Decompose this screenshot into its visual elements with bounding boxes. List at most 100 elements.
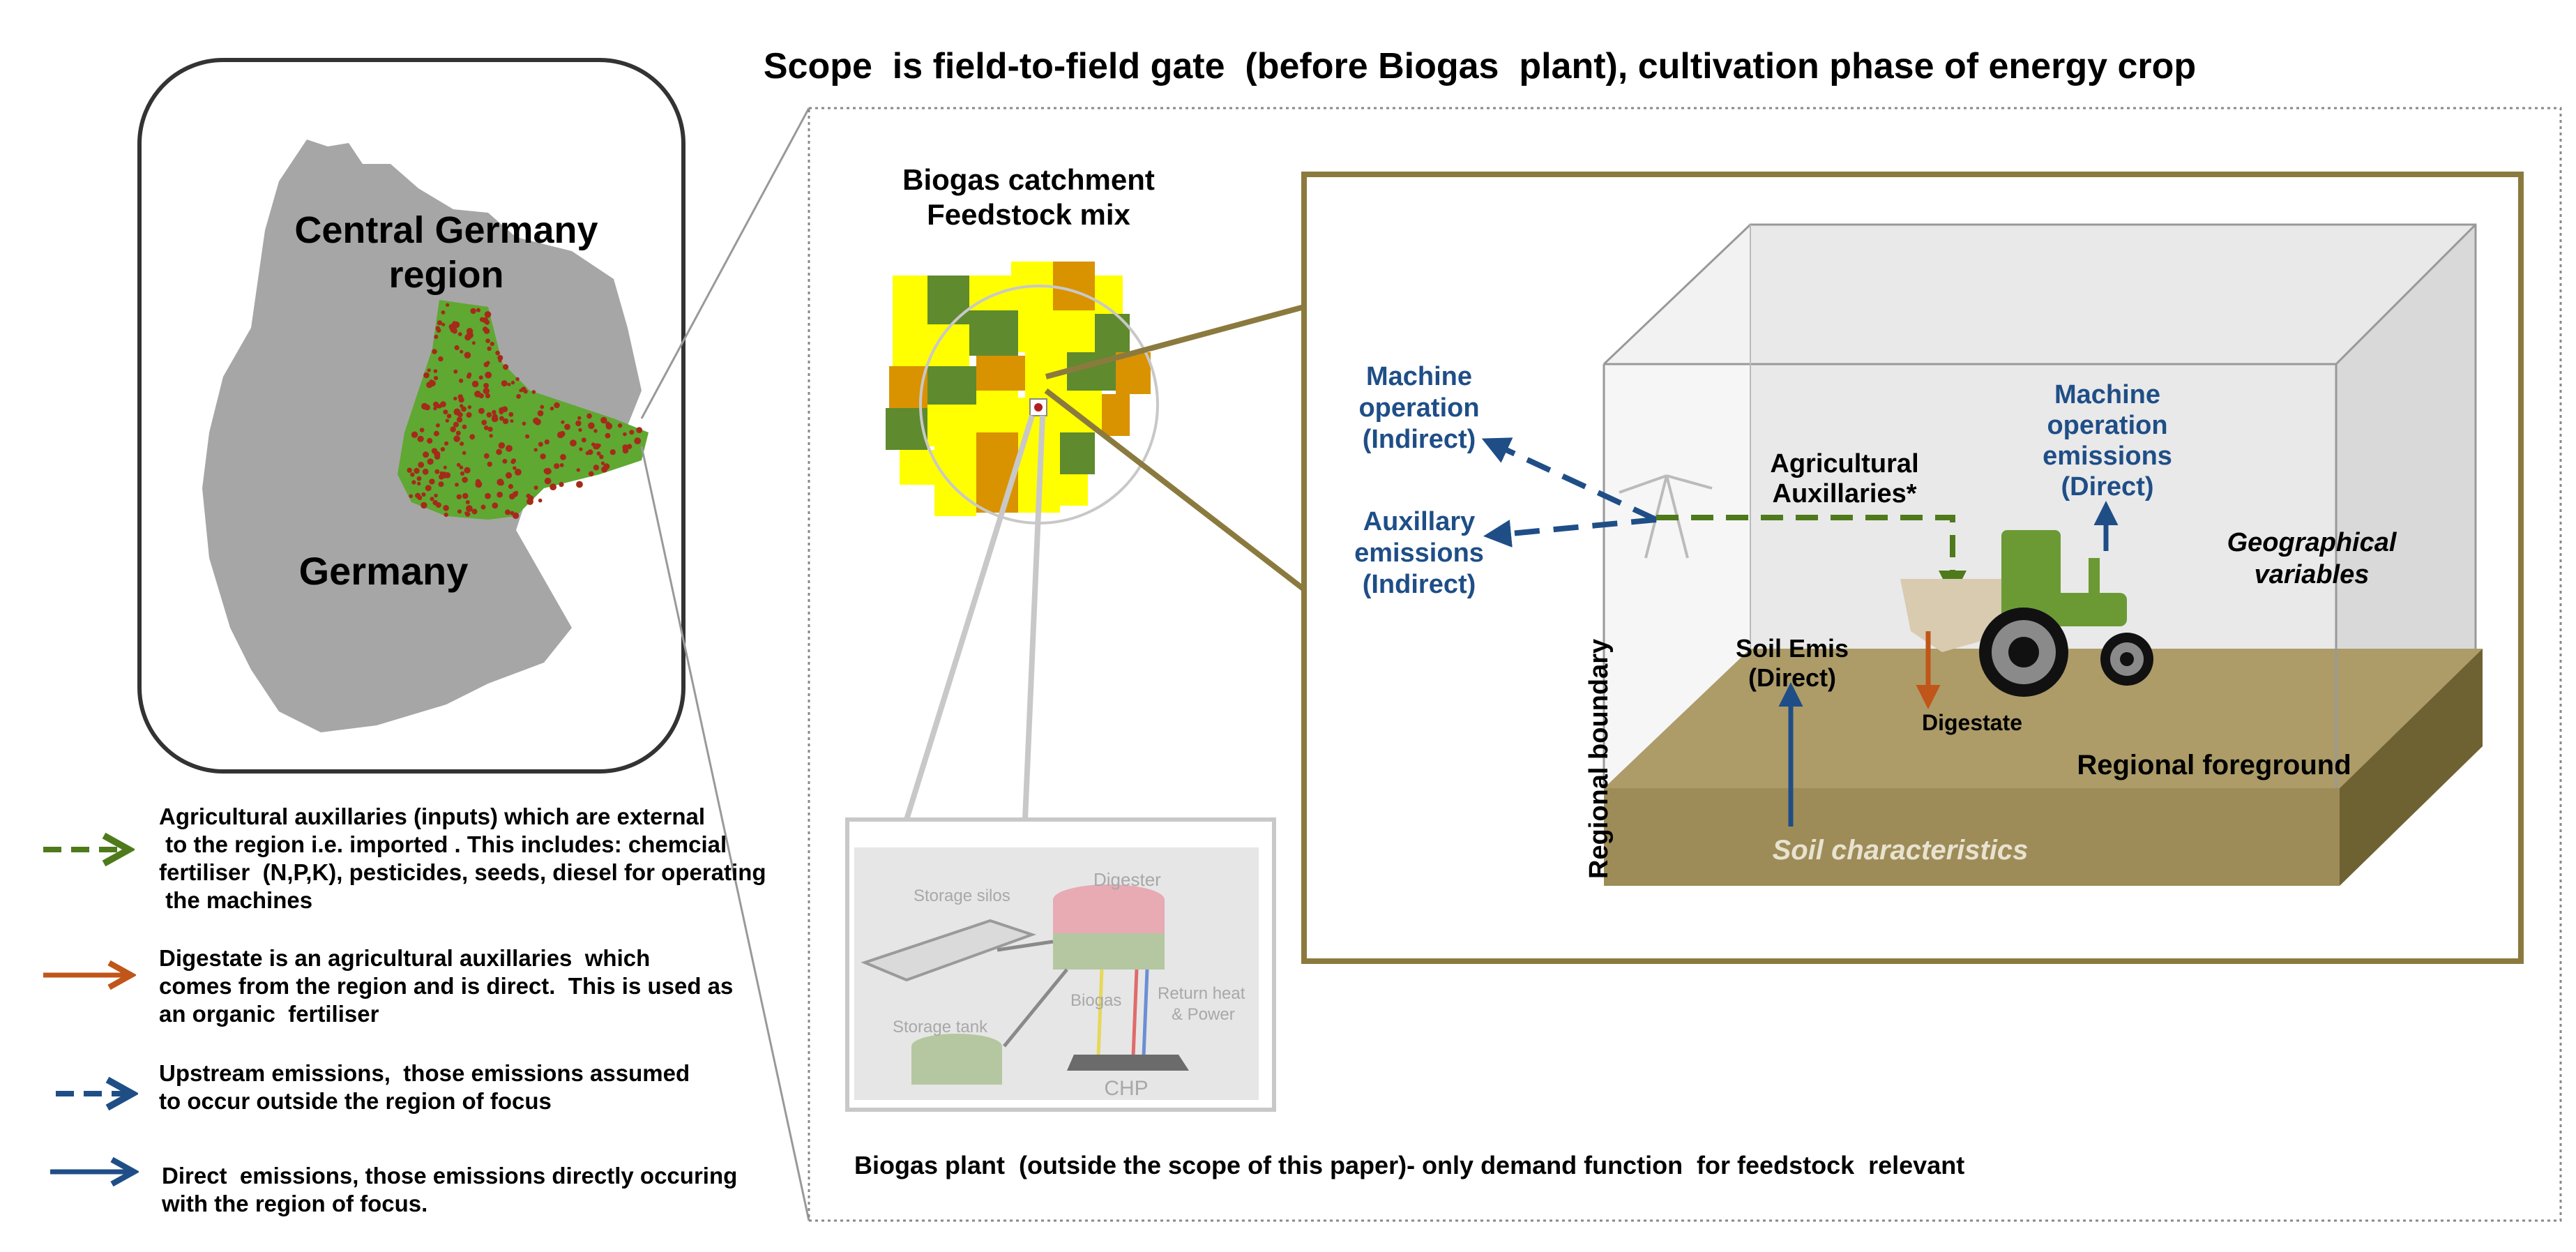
region-dot — [475, 481, 483, 488]
region-dot — [560, 453, 566, 460]
region-dot — [508, 412, 514, 417]
region-dot — [483, 328, 490, 334]
region-dot — [605, 423, 613, 430]
region-dot — [433, 430, 439, 437]
region-dot — [467, 405, 472, 409]
label-storage-silos: Storage silos — [914, 887, 1010, 905]
biogas-pipe — [1096, 969, 1104, 1057]
region-dot — [435, 423, 440, 428]
region-dot — [544, 439, 550, 445]
region-dot — [533, 448, 538, 452]
region-dot — [423, 451, 430, 458]
region-dot — [492, 414, 498, 420]
region-dot — [497, 491, 503, 498]
region-dot — [576, 481, 583, 488]
region-dot — [465, 500, 470, 504]
region-dot — [443, 465, 447, 469]
region-dot — [470, 308, 476, 315]
region-dot — [466, 328, 473, 335]
region-dot — [522, 421, 526, 426]
region-dot — [421, 492, 426, 497]
region-dot — [576, 468, 580, 472]
region-dot — [499, 407, 505, 414]
region-dot — [434, 451, 441, 458]
germany-map-panel: Central Germany region Germany — [137, 58, 685, 774]
region-dot — [425, 485, 432, 492]
catchment-tile — [969, 310, 1018, 356]
region-dot — [510, 459, 515, 465]
legend-text: Agricultural auxillaries (inputs) which … — [159, 804, 705, 829]
region-dot — [443, 409, 448, 415]
diagram-title: Scope is field-to-field gate (before Bio… — [764, 46, 2196, 86]
label-return-heat: & Power — [1172, 1005, 1235, 1024]
label-machine-op-indirect: (Indirect) — [1363, 425, 1476, 454]
label-machine-op-indirect: operation — [1358, 393, 1479, 423]
catchment-tile — [1060, 432, 1095, 474]
region-dot — [453, 421, 459, 428]
catchment-label: Feedstock mix — [927, 198, 1130, 231]
region-dot — [455, 483, 459, 487]
region-dot — [484, 311, 492, 318]
indirect-emission-arrow — [1481, 437, 1658, 522]
region-dot — [427, 437, 433, 444]
label-return-heat: Return heat — [1158, 984, 1245, 1003]
region-dot — [471, 341, 476, 345]
legend-text: to occur outside the region of focus — [159, 1088, 552, 1114]
region-dot — [444, 513, 448, 518]
region-dot — [422, 468, 429, 475]
region-dot — [434, 469, 440, 474]
region-dot — [434, 493, 438, 498]
region-dot — [416, 476, 422, 481]
storage-silos-shape — [861, 919, 1037, 982]
region-dot — [636, 427, 643, 433]
region-dot — [433, 401, 439, 408]
region-dot — [480, 504, 486, 510]
region-dot — [554, 402, 560, 409]
catchment-tile — [934, 446, 976, 488]
region-dot — [456, 416, 463, 423]
label-machine-op-direct: (Direct) — [2061, 472, 2153, 501]
tractor-icon — [1979, 530, 2153, 697]
plant-pipe — [1003, 968, 1068, 1048]
region-dot — [617, 423, 623, 428]
region-dot — [456, 494, 462, 499]
map-region-label: region — [388, 254, 503, 296]
region-dot — [437, 320, 443, 326]
callout-line — [1045, 304, 1305, 379]
callout-line — [1044, 388, 1306, 592]
scope-frame — [808, 107, 2562, 1222]
region-dot — [453, 321, 460, 329]
region-dot — [593, 429, 598, 433]
label-machine-op-indirect: Machine — [1366, 362, 1472, 391]
region-dot — [450, 426, 456, 432]
label-agri-aux: Auxillaries* — [1773, 479, 1917, 508]
region-dot — [561, 420, 565, 424]
label-soil-emis: (Direct) — [1748, 663, 1836, 692]
region-dot — [492, 409, 497, 415]
region-dot — [599, 454, 604, 460]
region-dot — [559, 482, 564, 488]
catchment-tile — [927, 276, 969, 324]
region-dot — [443, 505, 449, 511]
region-dot — [465, 511, 471, 517]
region-dot — [550, 406, 554, 411]
biogas-plant-panel: Storage silos Digester Storage tank Biog… — [845, 817, 1276, 1112]
region-dot — [634, 437, 642, 444]
region-dot — [483, 453, 490, 459]
region-dot — [481, 419, 487, 425]
catchment-label: Biogas catchment — [902, 163, 1155, 196]
region-dot — [411, 480, 416, 485]
region-dot — [499, 416, 504, 421]
region-dot — [487, 426, 493, 432]
catchment-tile — [1018, 310, 1060, 352]
region-dot — [485, 371, 492, 379]
catchment-tile — [934, 488, 976, 516]
region-dot — [460, 349, 464, 354]
region-dot — [462, 492, 469, 499]
region-dot — [440, 401, 446, 407]
region-dot — [441, 310, 446, 315]
region-dot — [515, 469, 522, 476]
label-auxillary-indirect: Auxillary — [1363, 507, 1476, 536]
region-dot — [461, 406, 467, 412]
region-dot — [512, 512, 520, 519]
